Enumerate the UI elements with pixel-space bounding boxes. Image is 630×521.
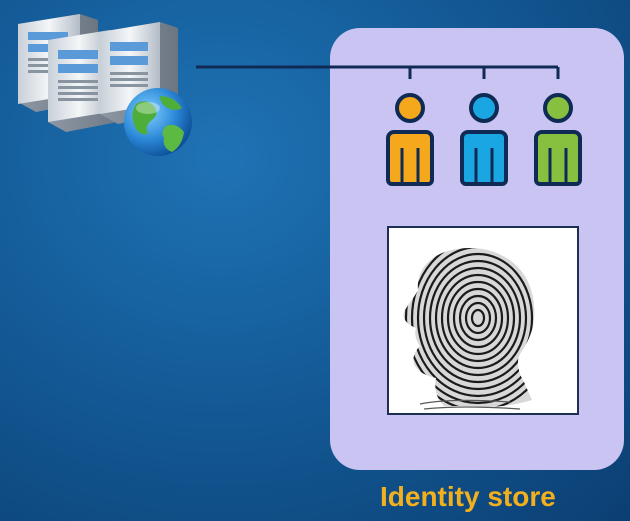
user-orange-icon <box>386 93 434 186</box>
server-globe-icon <box>18 14 192 156</box>
fingerprint-head-icon <box>387 226 579 415</box>
user-green-icon <box>534 93 582 186</box>
globe-icon <box>124 88 192 156</box>
user-blue-icon <box>460 93 508 186</box>
connector-lines <box>196 65 560 79</box>
identity-store-label: Identity store <box>380 481 556 512</box>
